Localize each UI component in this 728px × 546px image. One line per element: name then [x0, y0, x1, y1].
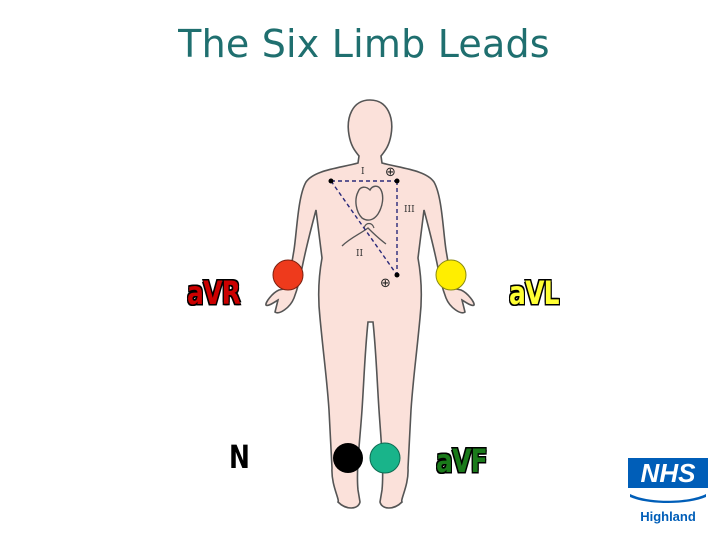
- slide-title: The Six Limb Leads: [178, 22, 550, 66]
- triangle-vertex-ll: [394, 272, 400, 278]
- nhs-logo-box: NHS: [628, 458, 708, 488]
- electrode-avl: [435, 259, 467, 291]
- lead-ii-label: II: [356, 249, 364, 259]
- nhs-swoosh-icon: [630, 494, 706, 503]
- nhs-region-label: Highland: [640, 509, 696, 524]
- electrode-avf: [369, 442, 401, 474]
- triangle-vertex-la: [394, 178, 400, 184]
- triangle-vertex-ra: [328, 178, 334, 184]
- human-body-figure: [265, 99, 475, 509]
- electrode-n: [333, 443, 363, 473]
- sternum-arc: [363, 222, 375, 229]
- positive-symbol-top: ⊕: [385, 165, 396, 180]
- electrode-avr: [272, 259, 304, 291]
- positive-symbol-bottom: ⊕: [380, 276, 391, 291]
- lead-label-avr: aVR: [187, 274, 241, 312]
- lead-label-avf: aVF: [436, 442, 488, 480]
- lead-label-n: N: [229, 438, 250, 476]
- heart-shape: [355, 185, 384, 221]
- lead-label-avl: aVL: [509, 274, 560, 312]
- nhs-highland-logo: NHS Highland: [628, 458, 708, 524]
- lead-i-label: I: [361, 167, 365, 177]
- lead-iii-label: III: [404, 205, 415, 215]
- einthoven-triangle: [330, 180, 398, 276]
- diaphragm-line: [341, 227, 387, 247]
